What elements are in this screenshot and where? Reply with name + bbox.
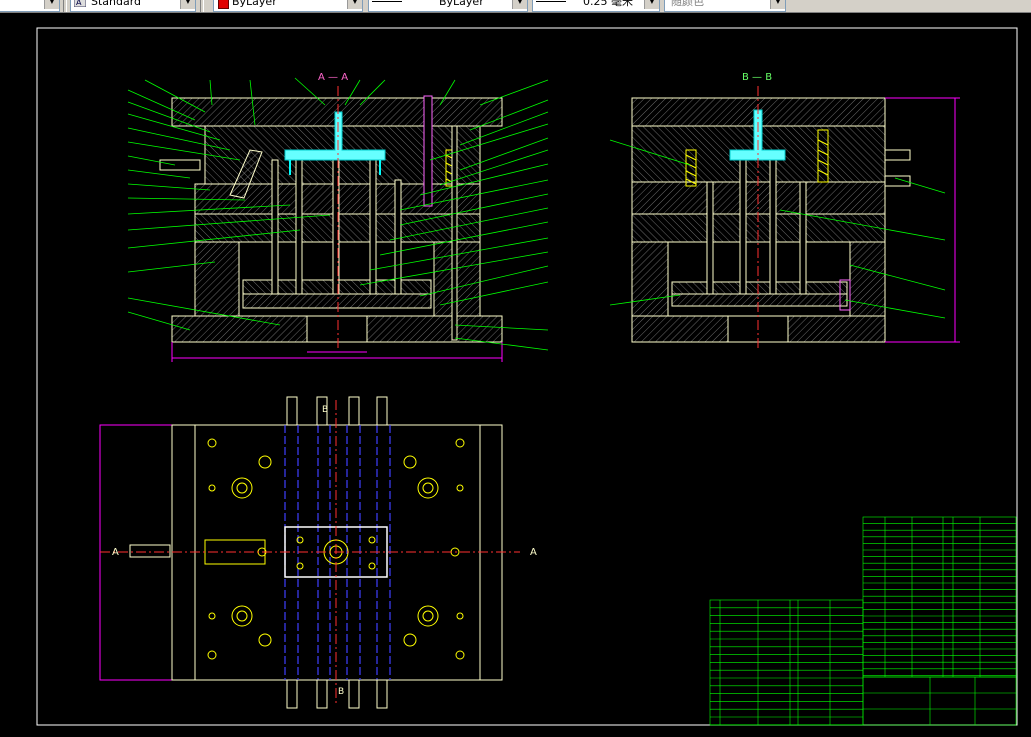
chevron-down-icon[interactable]: ▼ xyxy=(512,0,527,9)
color-swatch xyxy=(218,0,229,9)
layer-dropdown[interactable]: ▼ xyxy=(0,0,60,12)
section-view-aa[interactable]: A — A xyxy=(127,72,549,362)
drawing-canvas[interactable]: A — A xyxy=(0,13,1031,737)
text-style-value: Standard xyxy=(91,0,142,8)
properties-toolbar: ▼ A Standard ▼ ByLayer ▼ ByLayer ▼ 0.25 … xyxy=(0,0,1031,13)
lineweight-preview-icon xyxy=(536,1,566,2)
plotstyle-value: 随颜色 xyxy=(671,0,704,8)
chevron-down-icon[interactable]: ▼ xyxy=(347,0,362,9)
drawing-border xyxy=(36,27,1018,726)
text-style-dropdown[interactable]: A Standard ▼ xyxy=(70,0,196,12)
chevron-down-icon[interactable]: ▼ xyxy=(644,0,659,9)
plan-label-a-right: A xyxy=(530,547,537,558)
toolbar-separator xyxy=(200,0,204,12)
linetype-value: ByLayer xyxy=(439,0,484,8)
section-view-bb[interactable]: B — B xyxy=(609,72,960,350)
linetype-preview-icon xyxy=(372,1,402,2)
chevron-down-icon[interactable]: ▼ xyxy=(44,0,59,9)
plan-label-b-bottom: B xyxy=(338,687,344,697)
plan-view[interactable]: A A B B xyxy=(99,396,537,709)
linetype-dropdown[interactable]: ByLayer ▼ xyxy=(368,0,528,12)
color-value: ByLayer xyxy=(232,0,277,8)
chevron-down-icon[interactable]: ▼ xyxy=(770,0,785,9)
title-block[interactable] xyxy=(709,516,1017,726)
plotstyle-dropdown[interactable]: 随颜色 ▼ xyxy=(664,0,786,12)
plan-label-b-top: B xyxy=(322,405,328,415)
svg-text:A: A xyxy=(76,0,82,7)
section-bb-label: B — B xyxy=(742,72,772,83)
text-style-icon: A xyxy=(74,0,86,7)
lineweight-value: 0.25 毫米 xyxy=(583,0,633,8)
chevron-down-icon[interactable]: ▼ xyxy=(180,0,195,9)
toolbar-separator xyxy=(63,0,67,12)
lineweight-dropdown[interactable]: 0.25 毫米 ▼ xyxy=(532,0,660,12)
color-dropdown[interactable]: ByLayer ▼ xyxy=(213,0,363,12)
plan-label-a-left: A xyxy=(112,547,119,558)
section-aa-label: A — A xyxy=(318,72,348,83)
